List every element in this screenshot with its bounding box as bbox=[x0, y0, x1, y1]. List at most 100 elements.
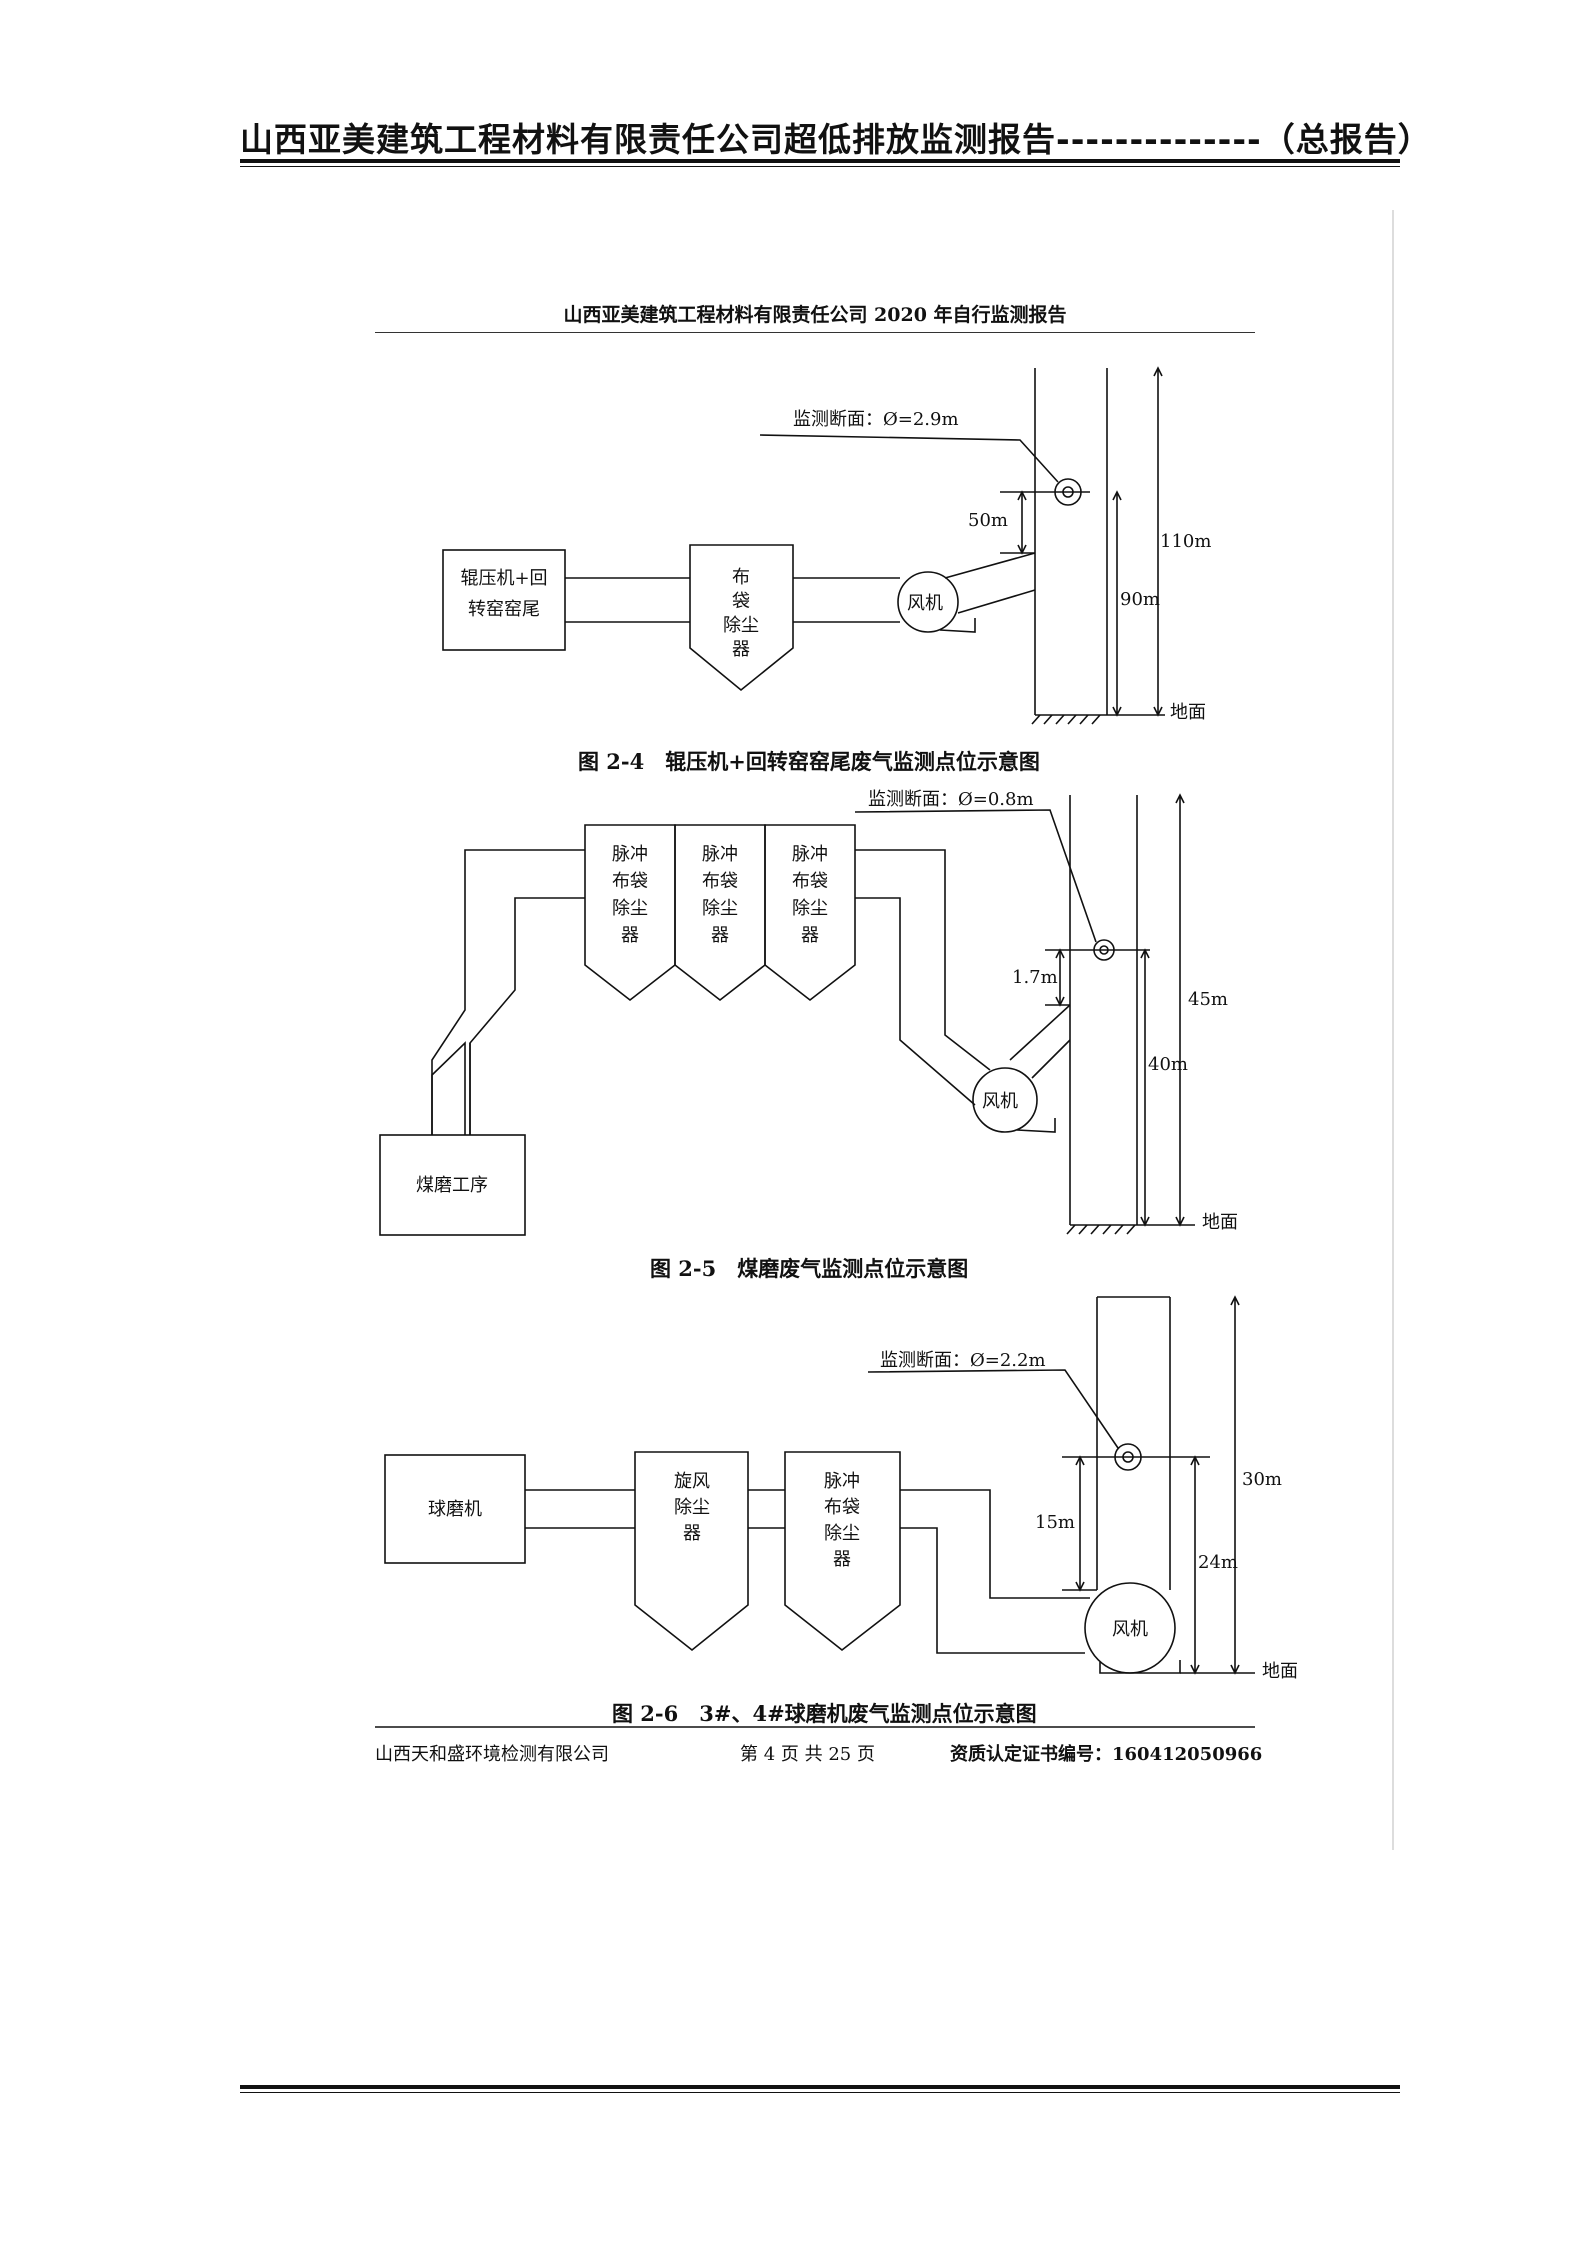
source-box-ball-mill bbox=[384, 1454, 526, 1564]
dim-height-line bbox=[1175, 793, 1185, 1227]
source-label: 球磨机 bbox=[428, 1499, 482, 1520]
source-label-line1: 辊压机+回 bbox=[460, 568, 547, 589]
stack-walls bbox=[1069, 795, 1138, 1225]
source-label: 煤磨工序 bbox=[416, 1175, 488, 1196]
filter-2-label-3: 除尘 bbox=[702, 898, 738, 919]
source-box-roller-press bbox=[442, 549, 566, 651]
scan-edge bbox=[1392, 210, 1394, 1850]
dim-height-label: 30m bbox=[1242, 1469, 1282, 1490]
footer-company: 山西天和盛环境检测有限公司 bbox=[375, 1744, 609, 1765]
dim-inlet-label: 40m bbox=[1148, 1054, 1188, 1075]
stack-walls bbox=[1096, 1296, 1171, 1590]
dim-upper-label: 1.7m bbox=[1012, 967, 1058, 988]
filter-3-label-1: 脉冲 bbox=[792, 844, 828, 865]
filter-3-label-2: 布袋 bbox=[792, 871, 828, 892]
inner-report-title: 山西亚美建筑工程材料有限责任公司 2020 年自行监测报告 bbox=[563, 304, 1067, 326]
filter-label-2: 布袋 bbox=[824, 1497, 860, 1518]
figure-2-6 bbox=[384, 1295, 1255, 1675]
dim-upper-label: 15m bbox=[1035, 1512, 1075, 1533]
filter-3-label-4: 器 bbox=[801, 925, 819, 946]
inner-header-rule bbox=[375, 332, 1255, 333]
section-leader-line bbox=[854, 809, 1097, 943]
figure-caption-2-6: 图 2-6 3#、4#球磨机废气监测点位示意图 bbox=[612, 1701, 1037, 1726]
fan-outlet bbox=[1016, 1118, 1056, 1133]
fan-housing bbox=[972, 1067, 1038, 1133]
filter-3-label-3: 除尘 bbox=[792, 898, 828, 919]
collector-label-3: 除尘 bbox=[723, 615, 759, 636]
cyclone-collector bbox=[634, 1451, 749, 1652]
collector-label-1: 布 bbox=[732, 567, 750, 588]
filter-1-label-2: 布袋 bbox=[612, 871, 648, 892]
figure-caption-2-4: 图 2-4 辊压机+回转窑窑尾废气监测点位示意图 bbox=[578, 749, 1040, 774]
footer-page-info: 第 4 页 共 25 页 bbox=[740, 1744, 875, 1765]
pulse-filter-1 bbox=[584, 824, 676, 1002]
ground-hatch bbox=[1031, 714, 1101, 725]
dim-upper-label: 50m bbox=[968, 510, 1008, 531]
dim-upper-lines bbox=[1062, 1456, 1210, 1591]
section-label: 监测断面：Ø=2.2m bbox=[880, 1350, 1046, 1371]
dim-height-label: 110m bbox=[1160, 531, 1211, 552]
fan-label: 风机 bbox=[1112, 1619, 1148, 1640]
filter-2-label-4: 器 bbox=[711, 925, 729, 946]
duct-coal-mill-up bbox=[431, 1041, 471, 1135]
fan-housing bbox=[897, 571, 959, 633]
ground-hatch bbox=[1066, 1224, 1136, 1235]
report-title: 山西亚美建筑工程材料有限责任公司超低排放监测报告--------------（总… bbox=[240, 120, 1432, 159]
ground-label: 地面 bbox=[1202, 1212, 1238, 1233]
filter-label-1: 脉冲 bbox=[824, 1471, 860, 1492]
source-box-coal-mill bbox=[379, 1134, 526, 1236]
pulse-filter-3 bbox=[764, 824, 856, 1002]
ground-label: 地面 bbox=[1170, 702, 1206, 723]
filter-1-label-4: 器 bbox=[621, 925, 639, 946]
pulse-filter-2 bbox=[674, 824, 766, 1002]
filter-2-label-2: 布袋 bbox=[702, 871, 738, 892]
footer-cert: 资质认定证书编号：160412050966 bbox=[950, 1744, 1263, 1765]
section-label: 监测断面：Ø=0.8m bbox=[868, 789, 1034, 810]
cyclone-label-3: 器 bbox=[683, 1523, 701, 1544]
section-label: 监测断面：Ø=2.9m bbox=[793, 409, 959, 430]
stack-walls bbox=[1034, 368, 1108, 715]
dim-inlet-line bbox=[1140, 948, 1150, 1227]
bottom-rule-thin bbox=[240, 2092, 1400, 2093]
duct-mill-to-cyclone bbox=[525, 1489, 635, 1529]
dim-upper-arrows bbox=[1055, 948, 1065, 1007]
duct-cyclone-to-filter bbox=[748, 1489, 785, 1529]
duct-inner-path bbox=[469, 897, 585, 1135]
ground-label: 地面 bbox=[1262, 1661, 1298, 1682]
header-rule-thick bbox=[240, 159, 1400, 163]
duct-collector-to-fan bbox=[793, 577, 900, 623]
cyclone-label-1: 旋风 bbox=[674, 1471, 710, 1492]
fan-label: 风机 bbox=[907, 593, 943, 614]
filter-label-3: 除尘 bbox=[824, 1523, 860, 1544]
collector-label-2: 袋 bbox=[732, 591, 750, 612]
duct-fan-to-stack bbox=[1009, 1004, 1071, 1079]
fan-label: 风机 bbox=[982, 1091, 1018, 1112]
bottom-rule-thick bbox=[240, 2085, 1400, 2089]
filter-label-4: 器 bbox=[833, 1549, 851, 1570]
filter-2-label-1: 脉冲 bbox=[702, 844, 738, 865]
cyclone-label-2: 除尘 bbox=[674, 1497, 710, 1518]
fan-outlet bbox=[939, 618, 976, 633]
duct-filter-to-fan bbox=[900, 1489, 1090, 1654]
dim-height-line bbox=[1230, 1295, 1240, 1675]
section-leader-line bbox=[759, 434, 1059, 483]
dim-upper-lines bbox=[1000, 491, 1090, 554]
filter-1-label-1: 脉冲 bbox=[612, 844, 648, 865]
dim-inlet-label: 90m bbox=[1120, 589, 1160, 610]
source-label-line2: 转窑窑尾 bbox=[468, 599, 540, 620]
duct-fan-to-stack bbox=[944, 552, 1036, 614]
fan-outlet bbox=[1099, 1660, 1181, 1674]
collector-label-4: 器 bbox=[732, 639, 750, 660]
dim-inlet-label: 24m bbox=[1198, 1552, 1238, 1573]
dim-upper-arrows bbox=[1075, 1455, 1085, 1592]
figure-2-5 bbox=[379, 793, 1195, 1236]
header-rule-thin bbox=[240, 166, 1400, 167]
dim-upper-lines bbox=[1045, 949, 1150, 1006]
duct-filter-to-fan bbox=[855, 849, 991, 1106]
duct-source-to-collector bbox=[565, 577, 690, 623]
bag-filter-collector bbox=[689, 544, 794, 692]
dim-upper-arrows bbox=[1017, 490, 1027, 555]
section-leader-line bbox=[867, 1369, 1119, 1449]
filter-1-label-3: 除尘 bbox=[612, 898, 648, 919]
